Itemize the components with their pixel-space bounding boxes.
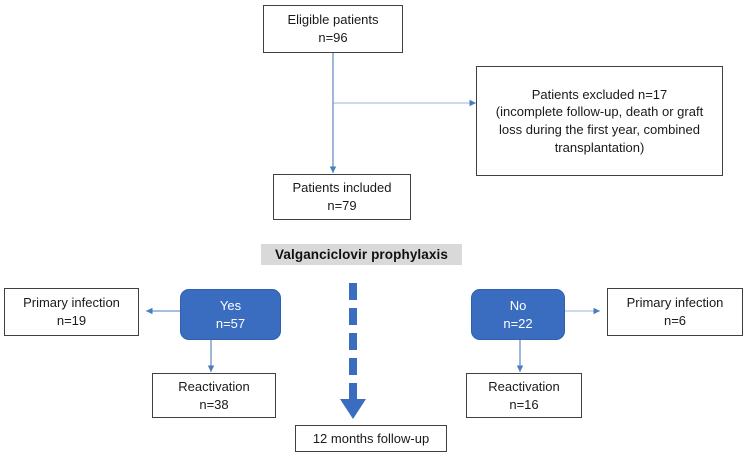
node-excluded-line1: Patients excluded n=17 [531,86,668,102]
node-primary-left-line2: n=19 [56,313,87,328]
node-reactivation-left-line2: n=38 [199,396,229,412]
node-reactivation-right[interactable]: Reactivation n=16 [466,373,582,418]
node-patients-included[interactable]: Patients included n=79 [273,174,411,220]
node-yes-line1: Yes [219,297,242,313]
node-no-line1: No [509,297,527,313]
section-label-valganciclovir-prophylaxis: Valganciclovir prophylaxis [261,244,462,265]
node-eligible-patients[interactable]: Eligible patients n=96 [263,5,403,53]
node-primary-right-line2: n=6 [663,313,687,328]
node-eligible-line2: n=96 [318,30,348,45]
node-reactivation-right-line1: Reactivation [488,378,560,394]
node-yes-line2: n=57 [215,315,246,331]
node-primary-infection-left[interactable]: Primary infection n=19 [4,288,139,336]
node-followup-line1: 12 months follow-up [312,430,430,446]
node-included-line2: n=79 [327,198,357,213]
node-primary-left-line1: Primary infection [23,295,120,311]
node-eligible-line1: Eligible patients [287,12,379,28]
node-reactivation-left[interactable]: Reactivation n=38 [152,373,276,418]
node-no-line2: n=22 [503,315,533,331]
node-included-line1: Patients included [292,180,392,196]
node-prophylaxis-yes[interactable]: Yes n=57 [180,289,281,340]
node-reactivation-left-line1: Reactivation [178,378,250,394]
node-patients-excluded[interactable]: Patients excluded n=17 (incomplete follo… [476,66,723,176]
node-primary-infection-right[interactable]: Primary infection n=6 [607,288,743,336]
dashed-timeline-arrowhead [340,399,366,419]
node-reactivation-right-line2: n=16 [509,396,539,412]
node-prophylaxis-no[interactable]: No n=22 [471,289,565,340]
node-excluded-line2: (incomplete follow-up, death or graft lo… [495,104,704,155]
node-primary-right-line1: Primary infection [626,295,724,311]
node-12-months-followup[interactable]: 12 months follow-up [295,425,447,452]
